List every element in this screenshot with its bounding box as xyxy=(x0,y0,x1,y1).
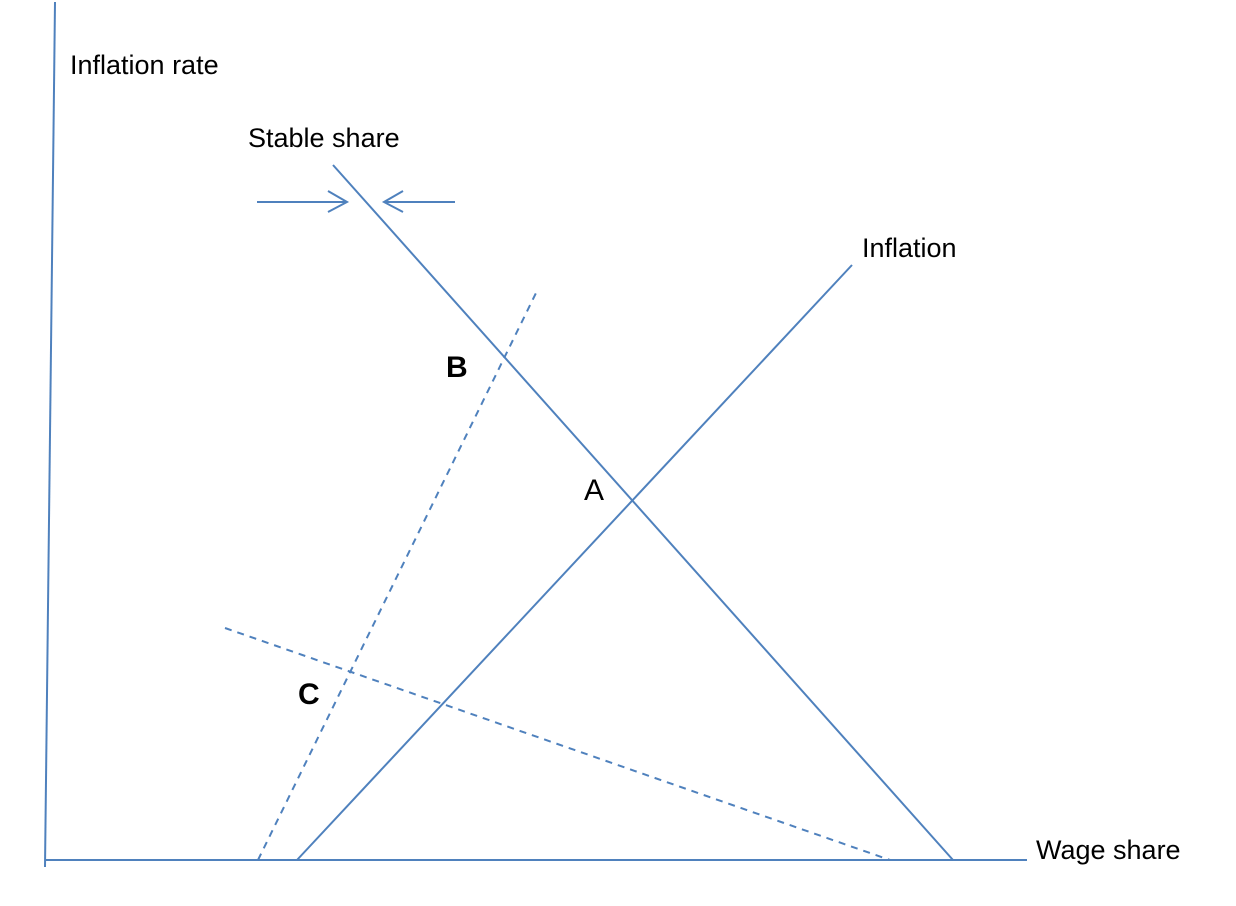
inflation-curve-label: Inflation xyxy=(862,233,957,263)
point-b-label: B xyxy=(446,351,468,384)
y-axis-label: Inflation rate xyxy=(70,50,219,80)
y-axis xyxy=(44,1,56,868)
point-c-label: C xyxy=(298,678,320,711)
inflation-line xyxy=(296,264,853,861)
left-arrow-icon xyxy=(381,190,455,213)
point-a-label: A xyxy=(584,474,605,507)
shifted-inflation-dashed-line xyxy=(257,292,537,861)
x-axis-label: Wage share xyxy=(1036,835,1181,865)
stable-share-line xyxy=(332,164,954,861)
shifted-stable-share-dashed-line xyxy=(224,627,891,861)
right-arrow-icon xyxy=(257,190,350,213)
stable-share-label: Stable share xyxy=(248,123,400,153)
